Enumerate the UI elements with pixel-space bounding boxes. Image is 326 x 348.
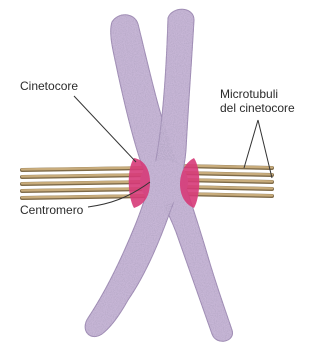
microtubules-label-line-1: Microtubuli [220, 87, 295, 101]
microtubules-label: Microtubuli del cinetocore [220, 87, 295, 115]
centromere-label: Centromero [20, 203, 83, 217]
microtubules-label-line-2: del cinetocore [220, 101, 295, 115]
microtubules-leader-line-1 [244, 120, 258, 168]
kinetochore-label: Cinetocore [20, 79, 78, 93]
